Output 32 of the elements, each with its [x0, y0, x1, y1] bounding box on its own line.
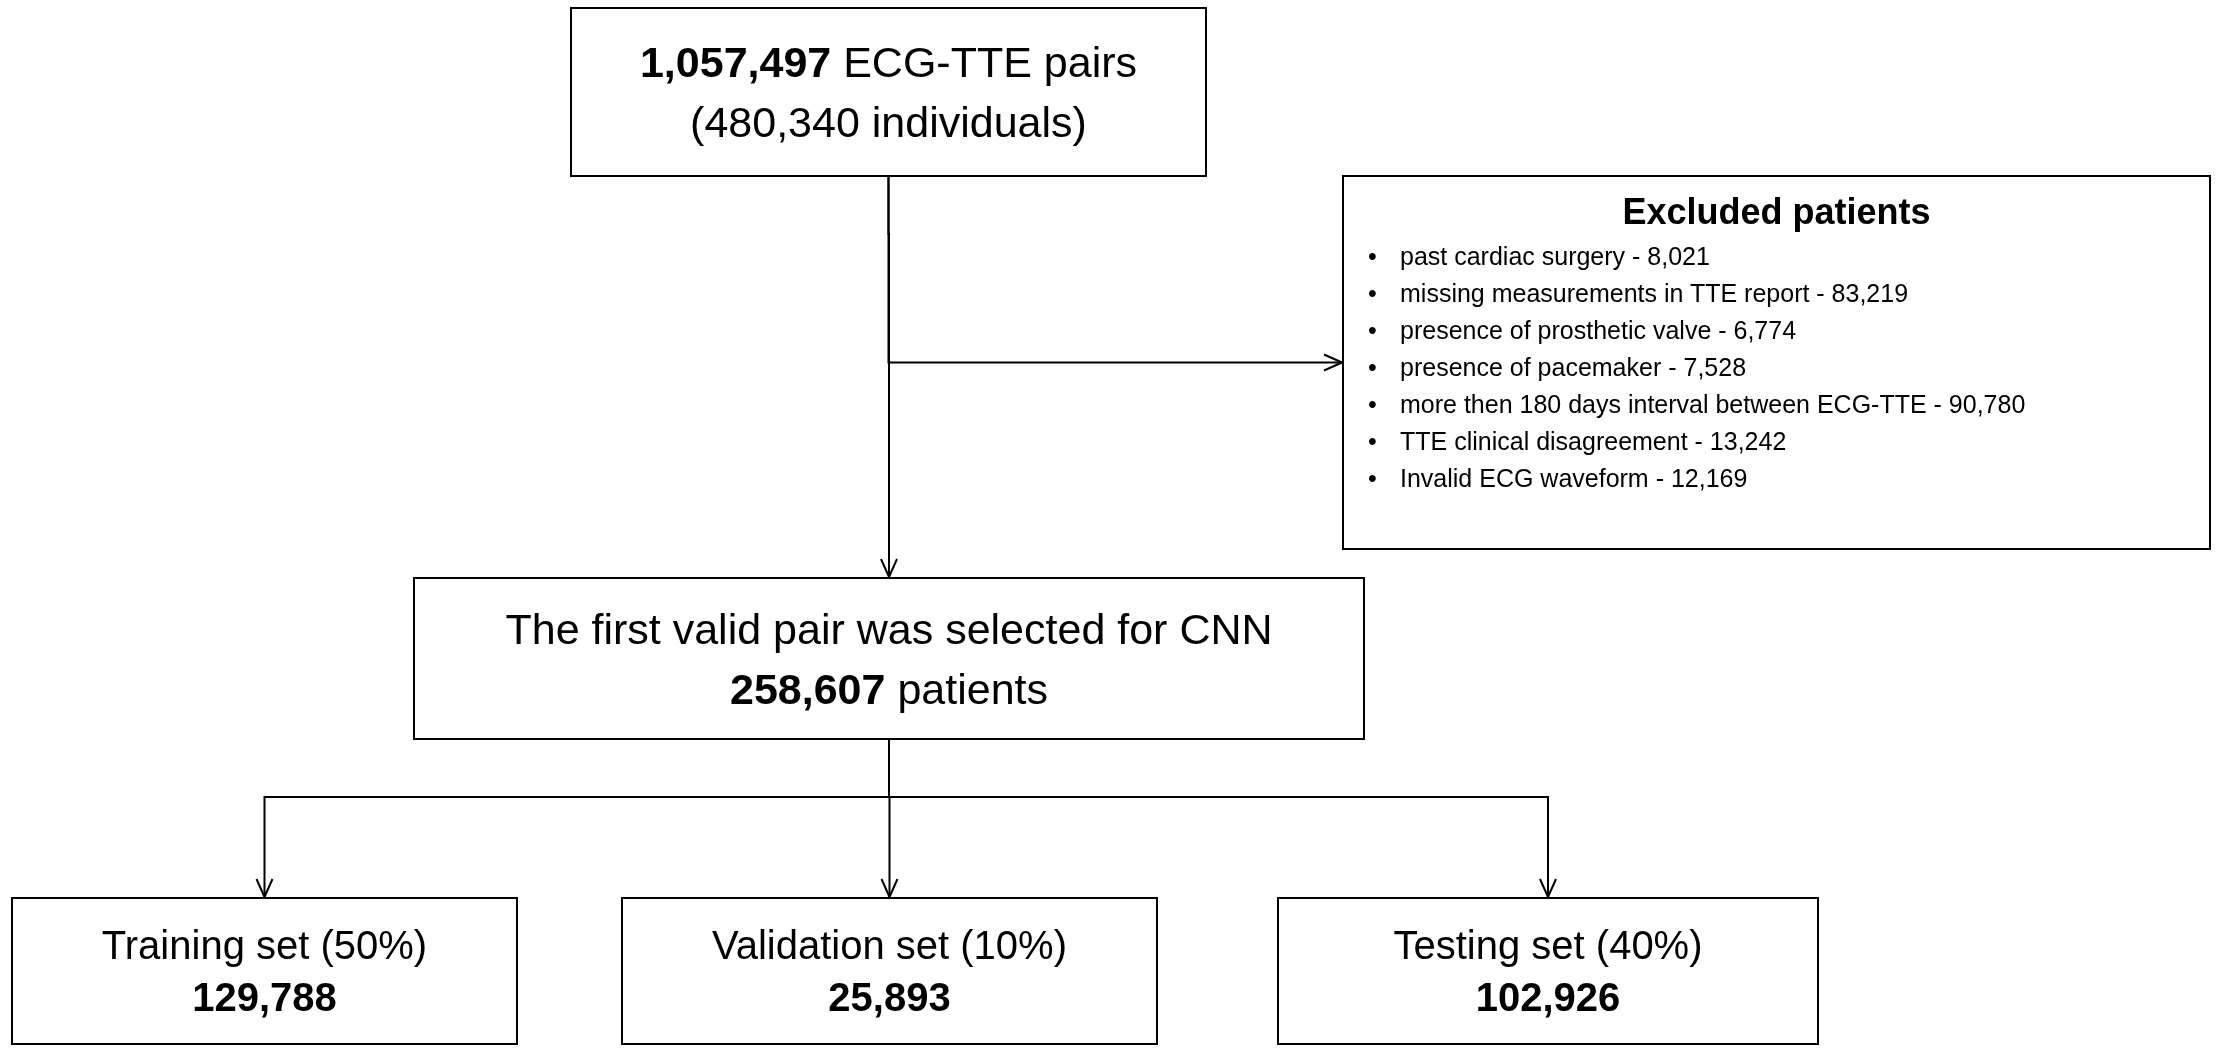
exclusion-item: presence of prosthetic valve - 6,774	[1400, 315, 1797, 346]
process-box	[11, 897, 518, 1045]
arrow	[887, 176, 1343, 372]
bullet: •	[1368, 278, 1378, 309]
box-heading: Excluded patients	[1621, 190, 1932, 234]
box-subtext: (480,340 individuals)	[690, 97, 1087, 148]
count-text: 102,926	[1475, 974, 1621, 1021]
process-box	[1277, 897, 1819, 1045]
process-box	[570, 7, 1207, 177]
bullet: •	[1368, 315, 1378, 346]
box-text: Testing set (40%)	[1393, 922, 1703, 969]
exclusion-item: more then 180 days interval between ECG-TTE - 90,780	[1400, 389, 2026, 420]
box-text: The first valid pair was selected for CNN	[505, 603, 1273, 655]
exclusion-item: Invalid ECG waveform - 12,169	[1400, 463, 1748, 494]
process-box	[621, 897, 1158, 1045]
bullet: •	[1368, 426, 1378, 457]
exclusion-box	[1342, 175, 2211, 550]
box-subtext: 258,607 patients	[730, 663, 1048, 715]
exclusion-item: TTE clinical disagreement - 13,242	[1400, 426, 1787, 457]
box-text: Training set (50%)	[101, 922, 428, 969]
exclusion-item: past cardiac surgery - 8,021	[1400, 241, 1710, 272]
exclusion-item: missing measurements in TTE report - 83,219	[1400, 278, 1909, 309]
bullet: •	[1368, 352, 1378, 383]
exclusion-item: presence of pacemaker - 7,528	[1400, 352, 1747, 383]
box-text: 1,057,497 ECG-TTE pairs	[639, 37, 1138, 88]
count-text: 129,788	[192, 974, 337, 1021]
count-text: 25,893	[828, 974, 951, 1021]
box-text: Validation set (10%)	[712, 922, 1067, 969]
bullet: •	[1368, 389, 1378, 420]
bullet: •	[1368, 241, 1378, 272]
process-box	[413, 577, 1365, 740]
bullet: •	[1368, 463, 1378, 494]
